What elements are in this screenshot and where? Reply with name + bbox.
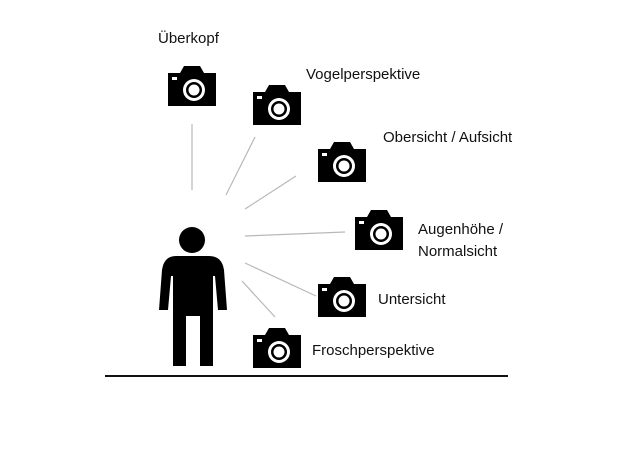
person-icon — [159, 227, 227, 366]
label-augenhoehe-line2: Normalsicht — [418, 243, 498, 260]
sight-line-augenhoehe — [244, 231, 346, 237]
sight-line-frosch — [241, 280, 276, 318]
camera-icon-augenhoehe — [355, 210, 403, 250]
sight-line-untersicht — [244, 262, 317, 297]
label-ueberkopf: Überkopf — [158, 29, 220, 47]
camera-icon-vogel — [253, 85, 301, 125]
label-vogelperspektive: Vogelperspektive — [306, 66, 420, 83]
label-obersicht: Obersicht / Aufsicht — [383, 129, 513, 146]
label-augenhoehe-line1: Augenhöhe / — [418, 221, 504, 238]
camera-icon-obersicht — [318, 142, 366, 182]
label-untersicht: Untersicht — [378, 291, 446, 308]
label-froschperspektive: Froschperspektive — [312, 342, 435, 359]
sight-line-obersicht — [244, 175, 297, 210]
sight-line-vogel — [225, 136, 256, 196]
camera-icon-frosch — [253, 328, 301, 368]
camera-icon-ueberkopf — [168, 66, 216, 106]
camera-icon-untersicht — [318, 277, 366, 317]
sight-lines — [191, 124, 346, 318]
